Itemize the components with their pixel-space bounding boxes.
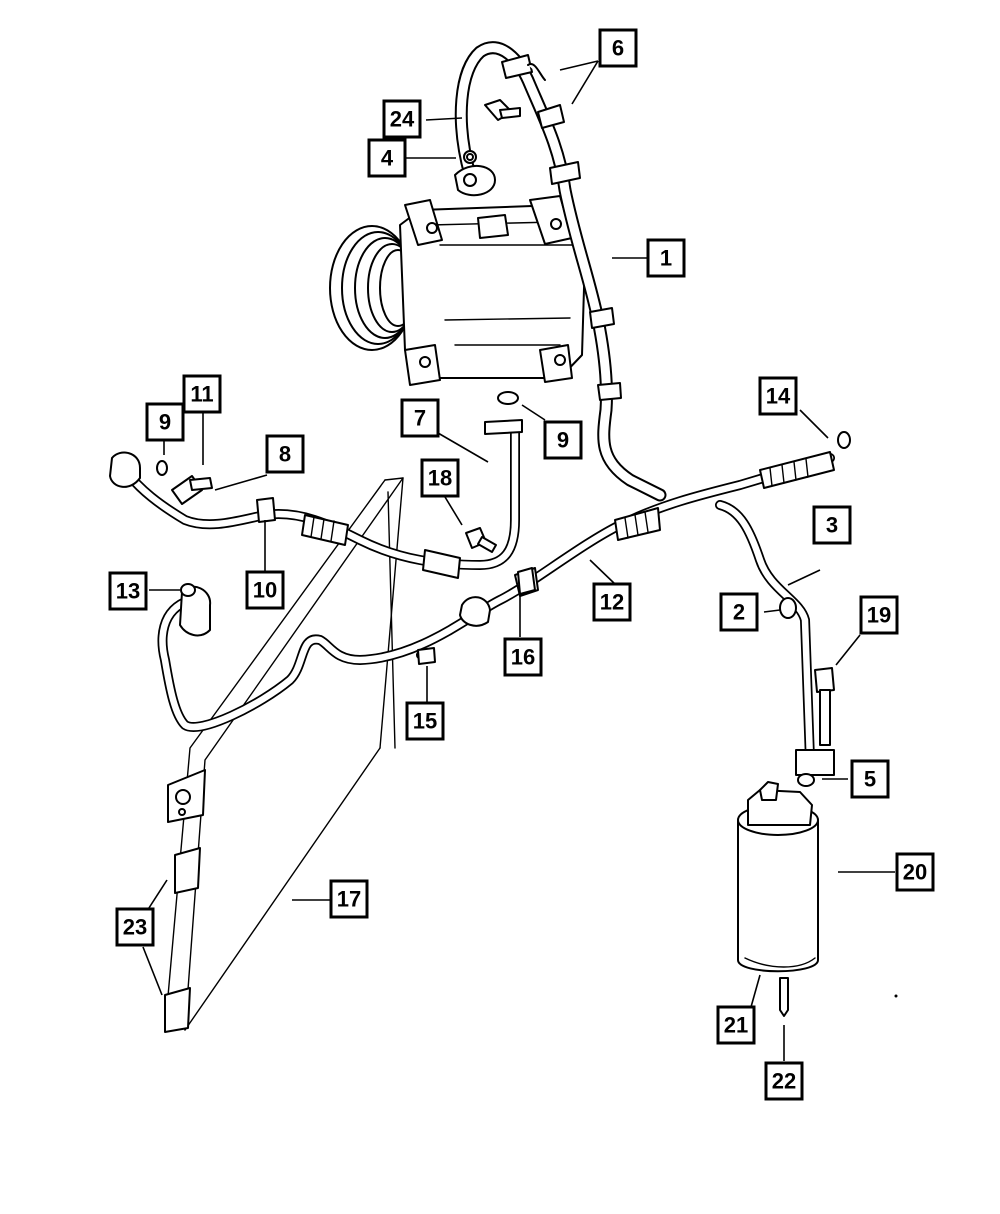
callout-18: 18 xyxy=(420,458,460,498)
callout-label: 9 xyxy=(557,428,569,453)
callout-label: 16 xyxy=(511,645,535,670)
callout-5: 5 xyxy=(850,759,890,799)
o-ring-9-center xyxy=(497,391,519,405)
compressor-part xyxy=(329,195,586,386)
callout-label: 9 xyxy=(159,410,171,435)
callout-label: 2 xyxy=(733,600,745,625)
receiver-drier-20 xyxy=(737,781,819,973)
callout-label: 10 xyxy=(253,578,277,603)
callout-12: 12 xyxy=(592,582,632,622)
bracket-16 xyxy=(517,567,536,595)
callout-label: 11 xyxy=(190,382,213,407)
discharge-line-hose xyxy=(454,41,667,502)
bolt-18-part xyxy=(465,527,497,553)
pressure-switch-11 xyxy=(171,475,213,505)
callout-label: 8 xyxy=(279,442,291,467)
condenser-part xyxy=(164,477,404,1033)
callout-label: 6 xyxy=(612,36,624,61)
callout-11: 11 xyxy=(182,374,222,414)
callout-10: 10 xyxy=(245,570,285,610)
callout-label: 20 xyxy=(903,860,927,885)
callout-label: 24 xyxy=(390,107,415,132)
callout-17: 17 xyxy=(329,879,369,919)
bolt-24-part xyxy=(484,99,521,121)
bolt-19-part xyxy=(814,667,835,746)
callout-label: 3 xyxy=(826,513,838,538)
callout-24: 24 xyxy=(382,99,422,139)
callout-16: 16 xyxy=(503,637,543,677)
callout-label: 12 xyxy=(600,590,624,615)
callout-label: 17 xyxy=(337,887,361,912)
screw-22-part xyxy=(779,977,789,1017)
suction-hose-8 xyxy=(109,419,523,579)
o-ring-5 xyxy=(797,773,815,787)
callout-7: 7 xyxy=(400,398,440,438)
leader-lines xyxy=(142,60,895,1061)
o-ring-9-left xyxy=(156,460,168,476)
callout-19: 19 xyxy=(859,595,899,635)
callout-1: 1 xyxy=(646,238,686,278)
callout-9-center: 9 xyxy=(543,420,583,460)
callout-14: 14 xyxy=(758,376,798,416)
callout-label: 7 xyxy=(414,406,426,431)
callout-label: 1 xyxy=(660,246,672,271)
callout-21: 21 xyxy=(716,1005,756,1045)
callout-3: 3 xyxy=(812,505,852,545)
manifold-gasket-part xyxy=(454,150,496,197)
callout-13: 13 xyxy=(108,571,148,611)
receiver-line-3 xyxy=(715,500,835,776)
callout-2: 2 xyxy=(719,592,759,632)
callout-label: 4 xyxy=(381,146,394,171)
callout-22: 22 xyxy=(764,1061,804,1101)
callout-label: 15 xyxy=(413,709,437,734)
stray-dot xyxy=(894,994,898,998)
callout-15: 15 xyxy=(405,701,445,741)
callout-20: 20 xyxy=(895,852,935,892)
callout-label: 5 xyxy=(864,767,876,792)
callout-6: 6 xyxy=(598,28,638,68)
callout-23: 23 xyxy=(115,907,155,947)
bracket-15 xyxy=(417,647,436,665)
callout-label: 13 xyxy=(116,579,140,604)
o-ring-13 xyxy=(180,583,196,597)
callout-8: 8 xyxy=(265,434,305,474)
callout-label: 21 xyxy=(724,1013,748,1038)
callout-label: 22 xyxy=(772,1069,796,1094)
callout-label: 14 xyxy=(766,384,791,409)
callout-label: 23 xyxy=(123,915,147,940)
callout-9-left: 9 xyxy=(145,402,185,442)
callout-label: 19 xyxy=(867,603,891,628)
o-ring-14 xyxy=(837,431,851,449)
callout-4: 4 xyxy=(367,138,407,178)
callout-label: 18 xyxy=(428,466,452,491)
